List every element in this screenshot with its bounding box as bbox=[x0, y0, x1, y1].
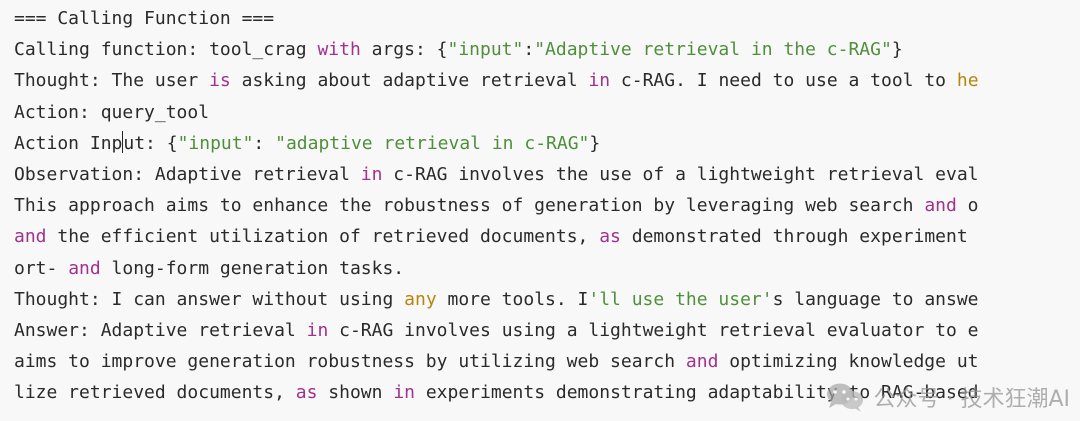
code-token: ort- bbox=[14, 257, 69, 279]
code-token: as bbox=[599, 226, 621, 248]
code-token: experiments demonstrating adaptability t… bbox=[415, 382, 979, 404]
code-token: any bbox=[404, 288, 437, 310]
code-token: } bbox=[589, 132, 601, 154]
code-token: long-form generation tasks. bbox=[100, 257, 405, 279]
code-token: shown bbox=[317, 382, 394, 404]
code-token: : bbox=[253, 132, 276, 154]
code-token: 'll use the user' bbox=[588, 288, 773, 310]
code-token: "input" bbox=[177, 132, 254, 154]
code-token: === Calling Function === bbox=[14, 8, 275, 29]
code-token: lize retrieved documents, bbox=[14, 382, 296, 404]
code-line: Action: query_tool bbox=[14, 97, 1080, 128]
watermark-text: 公众号 · 技术狂潮AI bbox=[873, 387, 1070, 412]
code-token: Answer: Adaptive retrieval bbox=[14, 319, 307, 341]
code-token: optimizing knowledge ut bbox=[718, 351, 979, 373]
code-line: Calling function: tool_crag with args: {… bbox=[14, 34, 1080, 65]
code-token: "adaptive retrieval in c-RAG" bbox=[275, 132, 590, 154]
code-token: the efficient utilization of retrieved d… bbox=[46, 226, 600, 248]
code-line: aims to improve generation robustness by… bbox=[14, 346, 1080, 377]
code-token: Thought: The user bbox=[14, 70, 210, 92]
code-line: Answer: Adaptive retrieval in c-RAG invo… bbox=[14, 315, 1080, 346]
code-token: asking about adaptive retrieval bbox=[230, 70, 589, 92]
code-token: in bbox=[306, 319, 329, 341]
code-token: This approach aims to enhance the robust… bbox=[14, 195, 925, 217]
code-token: Action: query_tool bbox=[14, 101, 210, 123]
code-token: and bbox=[68, 257, 101, 279]
code-line: Observation: Adaptive retrieval in c-RAG… bbox=[14, 159, 1080, 190]
code-line: Thought: I can answer without using any … bbox=[14, 284, 1080, 315]
code-line: Thought: The user is asking about adapti… bbox=[14, 65, 1080, 96]
code-line: and the efficient utilization of retriev… bbox=[14, 221, 1080, 252]
watermark: 公众号 · 技术狂潮AI bbox=[825, 381, 1070, 413]
code-token: aims to improve generation robustness by… bbox=[14, 351, 686, 373]
code-token: he bbox=[956, 70, 979, 92]
code-token: "Adaptive retrieval in the c-RAG" bbox=[534, 39, 892, 61]
code-line: ort- and long-form generation tasks. bbox=[14, 253, 1080, 284]
code-token: more tools. I bbox=[436, 288, 589, 310]
code-token: with bbox=[317, 39, 361, 61]
code-token: Thought: I can answer without using bbox=[14, 288, 405, 310]
code-token: args: { bbox=[360, 39, 448, 61]
code-line: lize retrieved documents, as shown in ex… bbox=[14, 377, 1080, 408]
code-lines: === Calling Function === Calling function… bbox=[14, 3, 1080, 408]
code-line: Action Input: {"input": "adaptive retrie… bbox=[14, 128, 1080, 159]
code-token: in bbox=[393, 382, 415, 404]
wechat-icon bbox=[827, 383, 864, 412]
code-token: and bbox=[924, 195, 957, 217]
code-token: c-RAG involves the use of a lightweight … bbox=[382, 163, 979, 185]
code-token: as bbox=[295, 382, 318, 404]
code-token: and bbox=[14, 226, 47, 248]
code-token: o bbox=[956, 195, 979, 217]
code-token: Calling function: tool_crag bbox=[14, 39, 318, 61]
code-token: c-RAG. I need to use a tool to bbox=[610, 70, 957, 92]
code-token: s language to answe bbox=[772, 288, 979, 310]
text-cursor bbox=[122, 130, 124, 153]
code-token: : bbox=[523, 39, 535, 61]
code-token: is bbox=[209, 70, 231, 92]
code-token: c-RAG involves using a lightweight retri… bbox=[328, 319, 979, 341]
code-line: This approach aims to enhance the robust… bbox=[14, 190, 1080, 221]
code-token: in bbox=[360, 163, 383, 185]
code-token: and bbox=[685, 351, 719, 373]
code-token: "input" bbox=[447, 39, 524, 61]
code-token: Action Inp bbox=[14, 132, 123, 154]
code-token: } bbox=[891, 39, 903, 61]
code-line: === Calling Function === bbox=[14, 3, 1080, 34]
code-token: demonstrated through experiment bbox=[620, 226, 968, 248]
code-token: ut: { bbox=[123, 132, 178, 154]
code-token: Observation: Adaptive retrieval bbox=[14, 163, 361, 185]
code-token: in bbox=[588, 70, 611, 92]
